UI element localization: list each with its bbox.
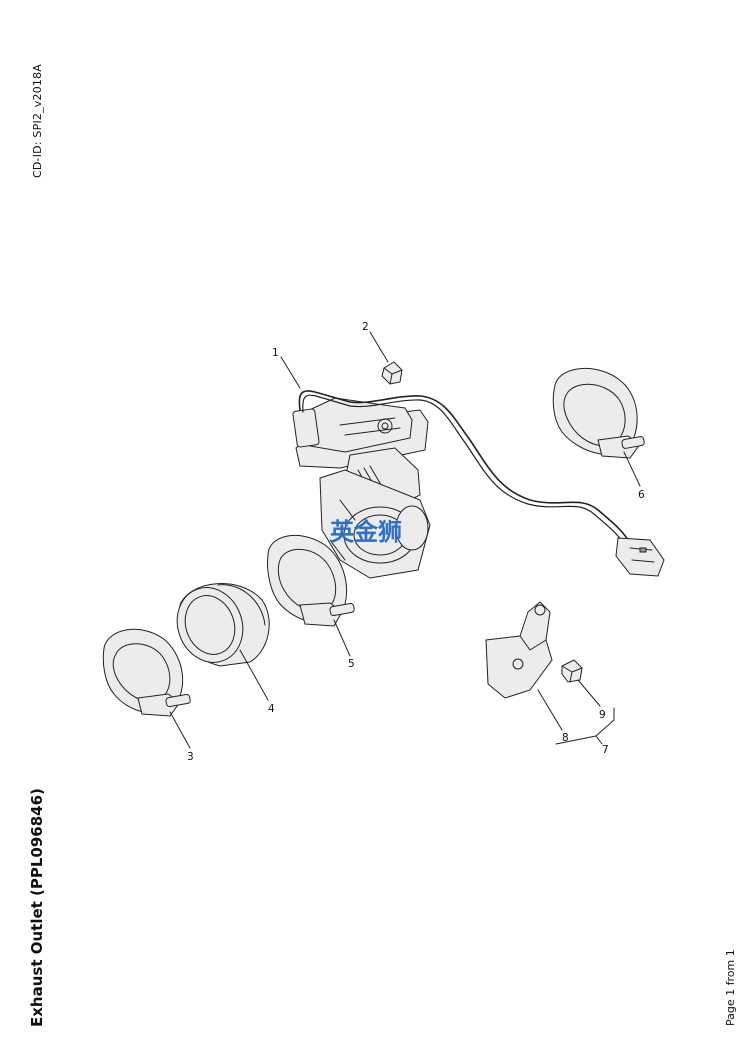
leader-lines bbox=[169, 331, 641, 749]
callout-6: 6 bbox=[638, 489, 645, 501]
callout-numbers: 1 2 3 4 5 6 7 8 9 bbox=[187, 321, 645, 763]
bracket-part bbox=[485, 601, 553, 699]
clamp-upper bbox=[552, 368, 645, 459]
callout-8: 8 bbox=[562, 732, 569, 744]
clip-nut-part bbox=[561, 659, 583, 683]
exhaust-valve-actuator bbox=[292, 390, 665, 579]
callout-1: 1 bbox=[272, 347, 279, 359]
callout-9: 9 bbox=[599, 709, 606, 721]
watermark-text: 英金狮 bbox=[330, 518, 402, 546]
callout-2: 2 bbox=[362, 321, 369, 333]
pipe-sleeve bbox=[176, 583, 270, 667]
nut-part bbox=[381, 361, 403, 385]
callout-7: 7 bbox=[602, 744, 609, 756]
clamp-center bbox=[267, 534, 355, 627]
callout-3: 3 bbox=[187, 751, 194, 763]
callout-5: 5 bbox=[348, 658, 355, 670]
callout-4: 4 bbox=[268, 703, 275, 715]
clamp-lower bbox=[102, 628, 191, 717]
